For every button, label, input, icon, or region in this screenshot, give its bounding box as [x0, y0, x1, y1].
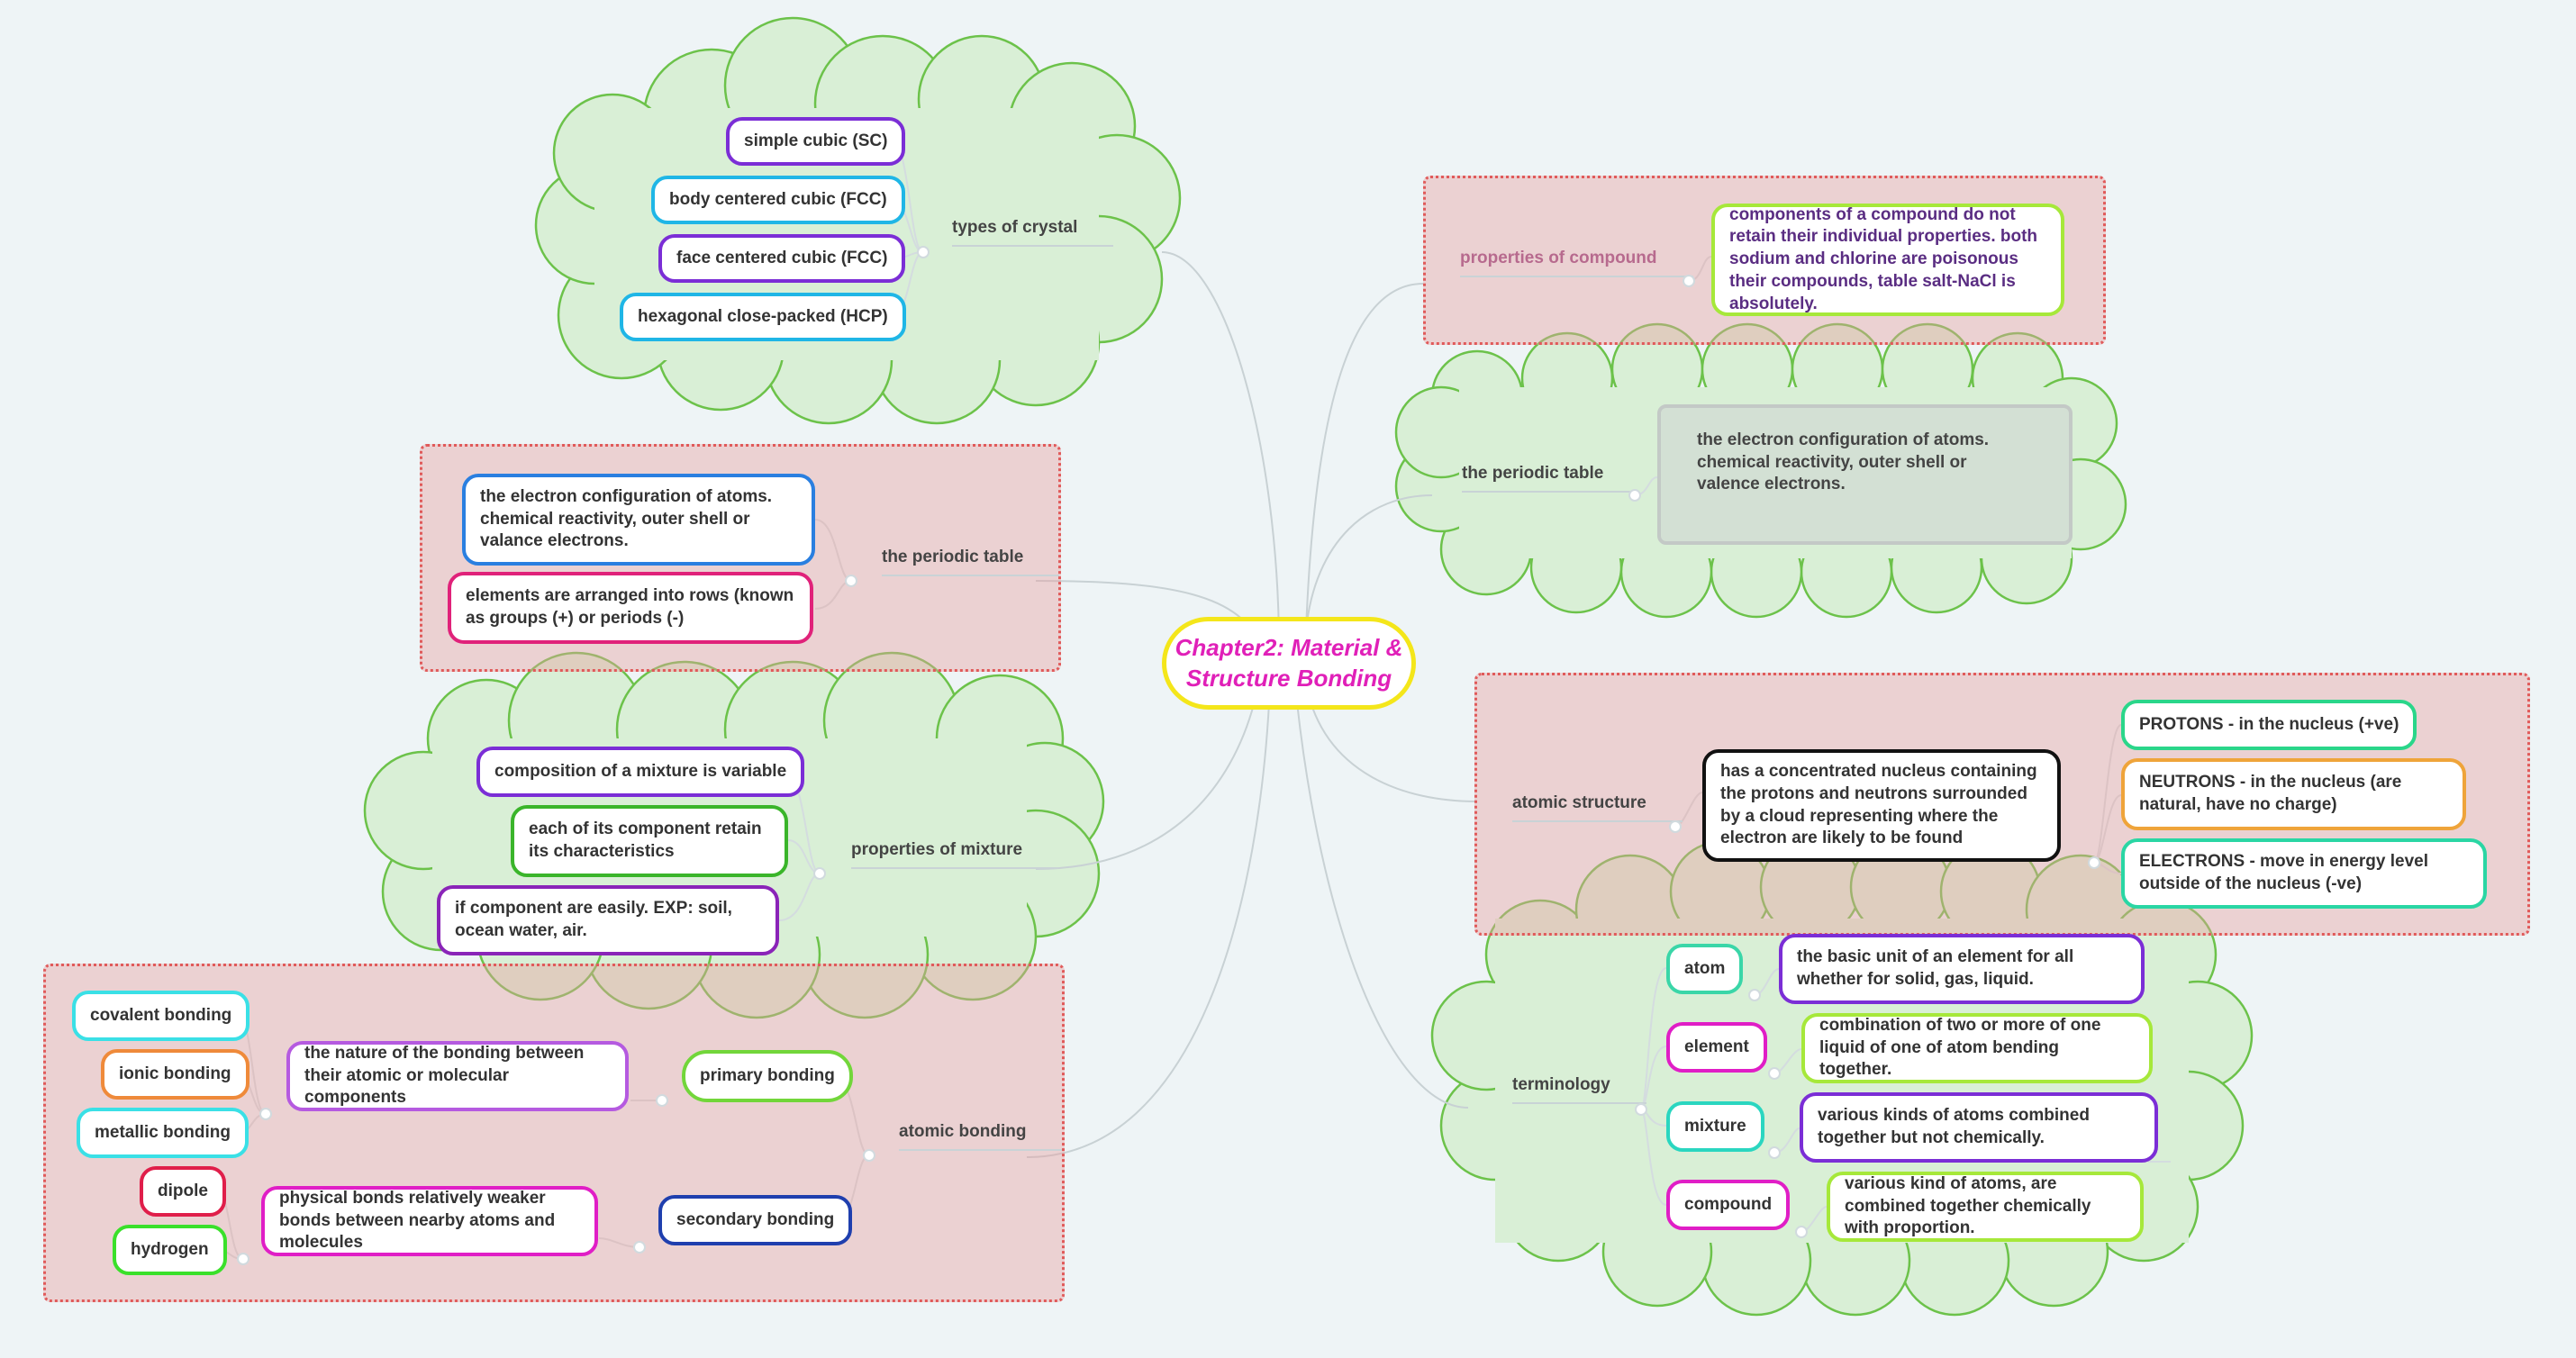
junction-dot — [813, 867, 826, 880]
secondary-bonding-description[interactable]: physical bonds relatively weaker bonds b… — [261, 1186, 598, 1256]
term-compound[interactable]: compound — [1666, 1180, 1791, 1230]
topic-periodic-table-left[interactable]: the periodic table — [882, 544, 1060, 576]
compound-description[interactable]: components of a compound do not retain t… — [1711, 204, 2064, 316]
central-topic[interactable]: Chapter2: Material & Structure Bonding — [1162, 617, 1416, 710]
junction-dot — [1635, 1103, 1647, 1116]
crystal-body-centered-cubic[interactable]: body centered cubic (FCC) — [651, 176, 905, 224]
mixture-component-retains[interactable]: each of its component retain its charact… — [511, 805, 788, 877]
topic-periodic-table-right[interactable]: the periodic table — [1462, 460, 1640, 493]
topic-atomic-structure[interactable]: atomic structure — [1512, 790, 1683, 822]
junction-dot — [1748, 989, 1761, 1001]
term-mixture[interactable]: mixture — [1666, 1101, 1764, 1152]
crystal-hexagonal-close-packed[interactable]: hexagonal close-packed (HCP) — [620, 293, 906, 341]
crystal-simple-cubic[interactable]: simple cubic (SC) — [726, 117, 906, 166]
periodic-left-rows-groups[interactable]: elements are arranged into rows (known a… — [448, 572, 813, 644]
particle-electrons[interactable]: ELECTRONS - move in energy level outside… — [2121, 838, 2487, 909]
topic-properties-of-compound[interactable]: properties of compound — [1460, 245, 1692, 277]
junction-dot — [845, 575, 857, 587]
junction-dot — [1628, 489, 1641, 502]
junction-dot — [1795, 1226, 1808, 1238]
definition-mixture[interactable]: various kinds of atoms combined together… — [1800, 1092, 2158, 1163]
junction-dot — [633, 1241, 646, 1254]
junction-dot — [1768, 1146, 1781, 1159]
junction-dot — [917, 246, 930, 258]
atomic-structure-description[interactable]: has a concentrated nucleus containing th… — [1702, 749, 2061, 862]
mixture-composition-variable[interactable]: composition of a mixture is variable — [476, 747, 805, 797]
periodic-right-electron-config[interactable]: the electron configuration of atoms. che… — [1657, 404, 2073, 545]
primary-bonding-description[interactable]: the nature of the bonding between their … — [286, 1041, 629, 1111]
periodic-left-electron-config[interactable]: the electron configuration of atoms. che… — [462, 474, 815, 566]
primary-bonding[interactable]: primary bonding — [682, 1050, 853, 1102]
particle-protons[interactable]: PROTONS - in the nucleus (+ve) — [2121, 700, 2417, 750]
secondary-bonding[interactable]: secondary bonding — [658, 1195, 853, 1245]
topic-atomic-bonding[interactable]: atomic bonding — [899, 1118, 1064, 1151]
central-topic-line-1: Chapter2: Material & — [1175, 634, 1403, 662]
ionic-bonding[interactable]: ionic bonding — [101, 1049, 249, 1100]
mixture-easily-separated[interactable]: if component are easily. EXP: soil, ocea… — [437, 885, 779, 955]
hydrogen-bonding[interactable]: hydrogen — [113, 1225, 227, 1275]
covalent-bonding[interactable]: covalent bonding — [72, 991, 250, 1041]
definition-element[interactable]: combination of two or more of one liquid… — [1801, 1013, 2153, 1083]
junction-dot — [237, 1253, 249, 1265]
metallic-bonding[interactable]: metallic bonding — [77, 1108, 249, 1158]
junction-dot — [2088, 856, 2100, 869]
topic-terminology[interactable]: terminology — [1512, 1072, 1646, 1104]
particle-neutrons[interactable]: NEUTRONS - in the nucleus (are natural, … — [2121, 758, 2466, 830]
junction-dot — [1683, 275, 1695, 287]
definition-atom[interactable]: the basic unit of an element for all whe… — [1779, 934, 2145, 1004]
topic-properties-of-mixture[interactable]: properties of mixture — [851, 837, 1059, 869]
junction-dot — [1768, 1067, 1781, 1080]
topic-types-of-crystal[interactable]: types of crystal — [952, 214, 1114, 247]
term-element[interactable]: element — [1666, 1022, 1767, 1073]
junction-dot — [1669, 820, 1682, 833]
junction-dot — [656, 1094, 668, 1107]
central-topic-line-2: Structure Bonding — [1185, 664, 1392, 692]
term-atom[interactable]: atom — [1666, 944, 1744, 994]
definition-compound[interactable]: various kind of atoms, are combined toge… — [1827, 1172, 2144, 1242]
junction-dot — [863, 1149, 875, 1162]
dipole-bonding[interactable]: dipole — [140, 1166, 226, 1217]
junction-dot — [259, 1108, 272, 1120]
crystal-face-centered-cubic[interactable]: face centered cubic (FCC) — [658, 234, 906, 283]
